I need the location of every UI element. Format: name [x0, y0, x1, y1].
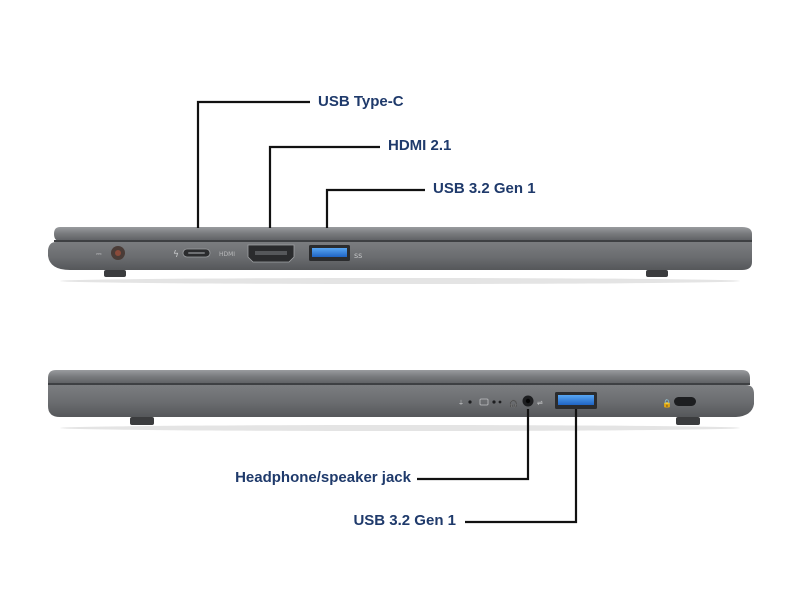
usb-c-port: ϟ: [173, 248, 211, 260]
label-usb-type-c: USB Type-C: [318, 93, 404, 110]
svg-text:⇌: ⇌: [537, 399, 543, 407]
hdmi-port: HDMI: [219, 244, 295, 263]
svg-text:⏚: ⏚: [458, 400, 464, 407]
shadow: [60, 278, 740, 284]
leader-line-usb-a-right: [465, 409, 578, 524]
laptop-lid-right: [48, 370, 750, 384]
status-indicators: ⏚: [458, 398, 502, 407]
label-usb-a-left: USB 3.2 Gen 1: [433, 180, 536, 197]
svg-text:HDMI: HDMI: [219, 251, 235, 258]
leader-line-usb-a-left: [325, 188, 425, 228]
rubber-foot: [104, 270, 126, 277]
label-usb-a-right: USB 3.2 Gen 1: [353, 512, 456, 529]
label-hdmi: HDMI 2.1: [388, 137, 452, 154]
usb-a-port-right: ⇌: [537, 392, 597, 409]
leader-line-headphone-jack: [417, 409, 530, 481]
svg-text:🎧: 🎧: [509, 399, 518, 408]
usb-a-port-left: ss: [309, 245, 362, 261]
dc-power-jack: ⎓: [96, 246, 125, 260]
svg-text:🔒: 🔒: [662, 399, 672, 408]
shadow: [60, 425, 740, 431]
leader-line-usb-c: [196, 100, 310, 228]
svg-text:ss: ss: [354, 251, 362, 260]
rubber-foot: [646, 270, 668, 277]
hinge-seam-left: [54, 240, 752, 242]
hinge-seam-right: [48, 383, 750, 385]
rubber-foot: [676, 417, 700, 425]
headphone-jack: 🎧: [509, 395, 534, 408]
lock-slot: 🔒: [662, 397, 696, 408]
rubber-foot: [130, 417, 154, 425]
laptop-left-side-view: ⎓ ϟ HDMI ss: [48, 100, 752, 284]
laptop-right-side-view: ⏚ 🎧 ⇌ 🔒: [48, 370, 754, 524]
laptop-base-left: [48, 242, 752, 270]
label-headphone-jack: Headphone/speaker jack: [235, 469, 411, 486]
leader-line-hdmi: [268, 145, 380, 228]
svg-text:ϟ: ϟ: [173, 250, 179, 260]
laptop-lid-left: [54, 227, 752, 241]
laptop-base-right: [48, 385, 754, 417]
svg-text:⎓: ⎓: [96, 250, 102, 258]
